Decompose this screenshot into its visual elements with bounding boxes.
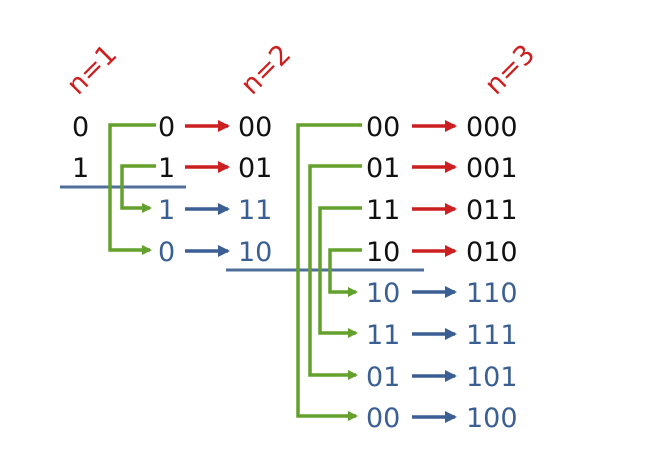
- reflect-connector: [318, 206, 362, 338]
- stage3-source: 00: [366, 403, 400, 434]
- reflect-connector: [296, 123, 362, 421]
- stage3-source: 10: [366, 237, 400, 268]
- stage2-source: 0: [158, 112, 175, 143]
- stage3-source: 11: [366, 320, 400, 351]
- stage2-code: 10: [238, 237, 272, 268]
- reflect-connector: [328, 248, 362, 297]
- stage3-source: 01: [366, 362, 400, 393]
- stage-label-n3: n=3: [479, 39, 541, 101]
- stage1-code: 0: [72, 112, 89, 143]
- stage3-code: 010: [466, 237, 518, 268]
- reflect-connector: [108, 123, 156, 255]
- stage2-code: 11: [238, 195, 272, 226]
- stage3-code: 100: [466, 403, 518, 434]
- stage3-source: 11: [366, 195, 400, 226]
- stage3-code: 110: [466, 278, 518, 309]
- stage2-code: 00: [238, 112, 272, 143]
- stage3-code: 001: [466, 153, 518, 184]
- stage-label-n1: n=1: [61, 39, 123, 101]
- stage3-source: 01: [366, 153, 400, 184]
- stage2-source: 1: [158, 153, 175, 184]
- stage1-code: 1: [72, 153, 89, 184]
- stage2-source: 0: [158, 237, 175, 268]
- stage3-source: 10: [366, 278, 400, 309]
- reflect-connector: [308, 164, 362, 380]
- stage3-code: 111: [466, 320, 518, 351]
- stage3-source: 00: [366, 112, 400, 143]
- stage-label-n2: n=2: [235, 39, 297, 101]
- stage3-code: 000: [466, 112, 518, 143]
- reflect-connector: [120, 164, 156, 213]
- stage2-code: 01: [238, 153, 272, 184]
- stage3-code: 011: [466, 195, 518, 226]
- stage2-source: 1: [158, 195, 175, 226]
- stage3-code: 101: [466, 362, 518, 393]
